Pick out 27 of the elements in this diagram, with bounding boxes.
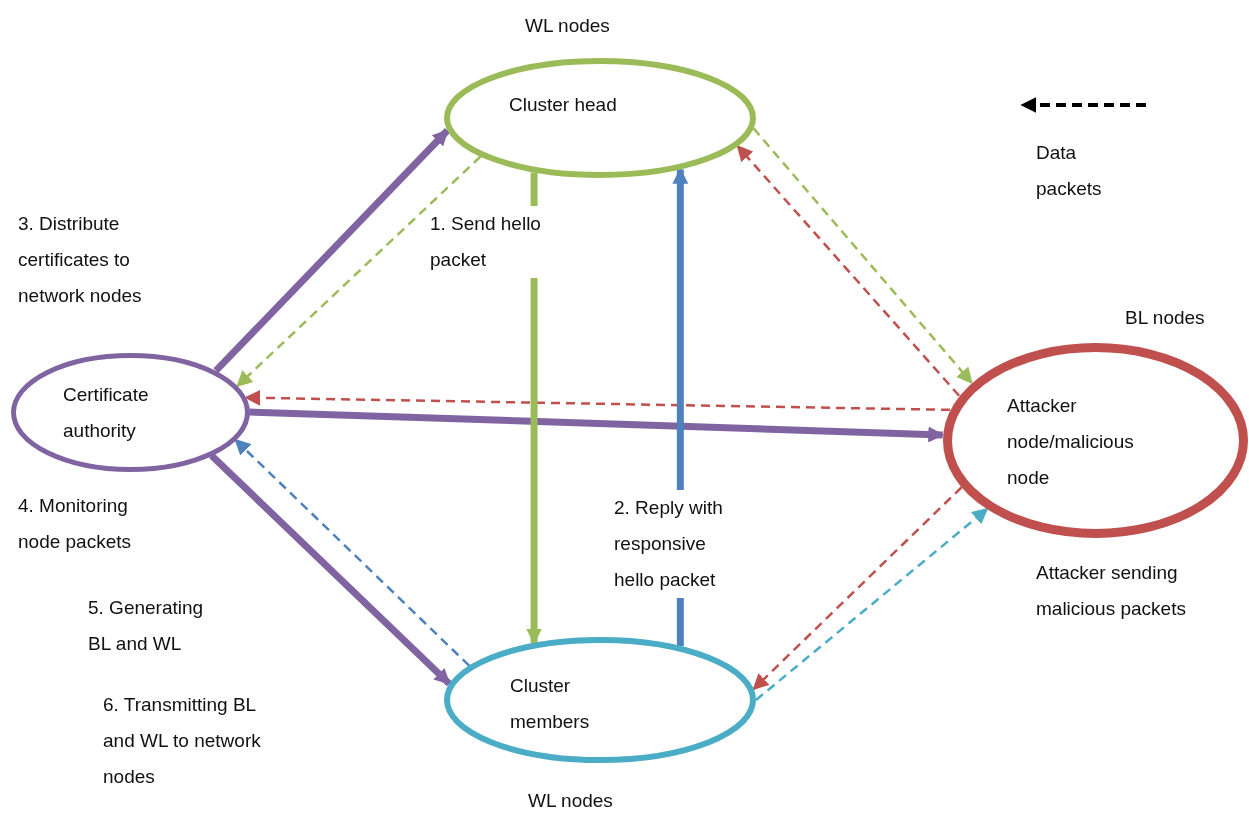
arrow bbox=[752, 486, 963, 691]
node-caption: BL nodes bbox=[1125, 306, 1205, 330]
step-note: Attacker sending malicious packets bbox=[1036, 561, 1187, 621]
step-note: 3. Distribute certificates to network nodes bbox=[18, 212, 143, 308]
arrow bbox=[213, 128, 450, 374]
arrow bbox=[736, 144, 961, 397]
node-label: Cluster head bbox=[509, 93, 618, 117]
arrow bbox=[244, 389, 950, 412]
legend-label: Data packets bbox=[1036, 141, 1103, 201]
node-label: Attacker node/malicious node bbox=[1007, 394, 1135, 490]
node-caption: WL nodes bbox=[528, 789, 613, 813]
arrow bbox=[249, 408, 945, 443]
node-ellipse bbox=[10, 352, 250, 472]
step-note: 5. Generating BL and WL bbox=[88, 596, 205, 656]
node-label: Certificate authority bbox=[63, 383, 150, 443]
arrow bbox=[755, 507, 989, 701]
arrow bbox=[236, 155, 482, 387]
node-ellipse bbox=[444, 637, 756, 763]
step-note: 4. Monitoring node packets bbox=[18, 494, 133, 554]
node-label: Cluster members bbox=[510, 674, 591, 734]
arrow bbox=[234, 438, 471, 667]
node-caption: WL nodes bbox=[525, 14, 610, 38]
arrow bbox=[752, 127, 973, 384]
node-ellipse bbox=[942, 342, 1248, 538]
arrow bbox=[209, 453, 452, 687]
node-ellipse bbox=[444, 58, 756, 178]
step-note: 6. Transmitting BL and WL to network nodes bbox=[103, 693, 262, 789]
